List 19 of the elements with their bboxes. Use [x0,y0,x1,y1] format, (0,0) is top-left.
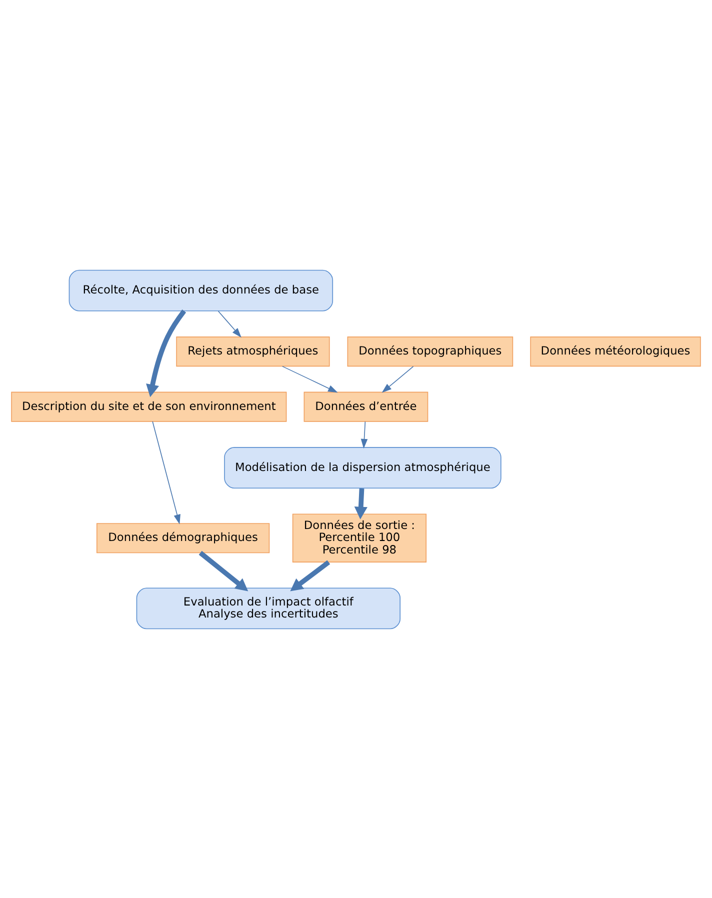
node-box: Données météorologiques [530,336,701,366]
arrow [382,366,414,392]
arrow [282,365,338,392]
arrow [152,420,180,524]
node-box: Données démographiques [96,522,270,553]
node-box: Données de sortie : Percentile 100 Percentile 98 [292,513,427,562]
arrow [146,309,186,397]
node-box: Modélisation de la dispersion atmosphérique [224,446,502,488]
node-box: Données d’entrée [304,391,428,422]
node-box: Rejets atmosphériques [176,336,330,366]
arrow [290,560,330,591]
node-box: Données topographiques [347,336,514,366]
node-box: Evaluation de l’impact olfactif Analyse des incertitudes [136,587,400,629]
node-box: Description du site et de son environnement [11,391,287,422]
arrow [354,488,368,519]
arrow [198,550,248,591]
node-box: Récolte, Acquisition des données de base [68,269,334,311]
arrow [218,310,242,338]
arrow [360,420,368,448]
